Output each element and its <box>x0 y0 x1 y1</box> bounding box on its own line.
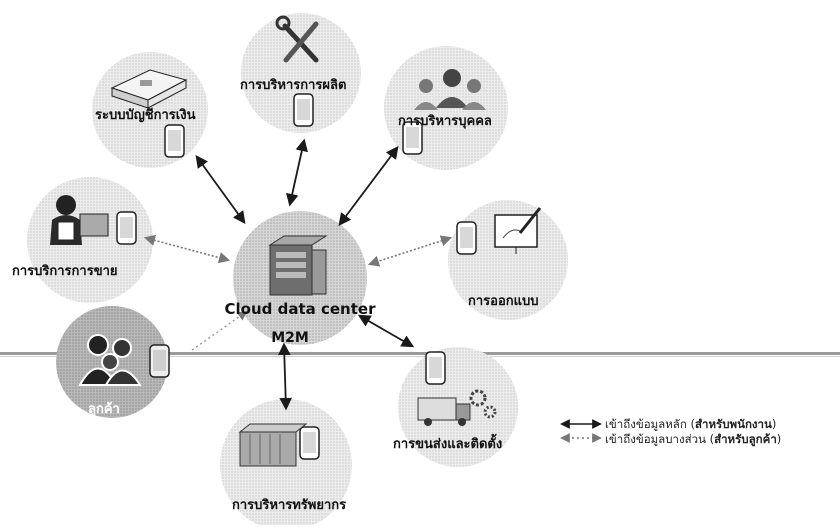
people-icon <box>414 69 486 110</box>
access-arrow-finance <box>195 154 246 225</box>
access-arrow-sales <box>143 234 231 264</box>
phone-icon <box>456 221 477 255</box>
legend-primary-end: ) <box>771 417 777 431</box>
access-arrow-production <box>286 138 308 207</box>
node-label-delivery: การขนส่งและติดตั้ง <box>393 437 503 452</box>
access-arrow-delivery <box>357 314 415 348</box>
node-label-design: การออกแบบ <box>468 294 539 309</box>
tools-icon <box>275 15 319 63</box>
salesperson-icon <box>50 195 109 245</box>
legend-primary-text: เข้าถึงข้อมูลหลัก ( <box>605 417 695 431</box>
node-label-finance: ระบบบัญชีการเงิน <box>95 108 196 123</box>
server-icon <box>268 235 328 296</box>
money-stack-icon <box>110 69 188 109</box>
legend-partial-end: ) <box>776 432 782 446</box>
hub-title: Cloud data center <box>224 300 376 318</box>
node-label-production: การบริหารการผลิต <box>240 78 347 93</box>
node-label-customer: ลูกค้า <box>88 402 120 417</box>
phone-icon <box>425 351 446 385</box>
access-arrow-hr <box>338 145 399 227</box>
phone-icon <box>164 124 185 158</box>
node-label-hr: การบริหารบุคคล <box>398 114 492 129</box>
access-arrow-customer <box>191 310 248 351</box>
legend-partial: เข้าถึงข้อมูลบางส่วน (สำหรับลูกค้า) <box>605 431 781 449</box>
scan-band-line <box>0 356 840 357</box>
phone-icon <box>293 93 314 127</box>
phone-icon <box>402 121 423 155</box>
customer-group-icon <box>78 334 142 386</box>
design-circle <box>448 200 568 320</box>
container-icon <box>238 423 308 467</box>
phone-icon <box>299 426 320 460</box>
phone-icon <box>116 211 137 245</box>
access-arrow-design <box>367 235 453 267</box>
legend-primary: เข้าถึงข้อมูลหลัก (สำหรับพนักงาน) <box>605 416 776 434</box>
legend-primary-bold: สำหรับพนักงาน <box>694 417 772 431</box>
node-label-sales: การบริการการขาย <box>12 264 118 279</box>
production-circle <box>241 13 361 133</box>
scan-band <box>0 352 840 355</box>
legend-partial-bold: สำหรับลูกค้า <box>714 432 777 446</box>
node-label-resources: การบริหารทรัพยากร <box>232 498 347 513</box>
truck-gears-icon <box>417 389 497 426</box>
phone-icon <box>149 344 170 378</box>
hub-subtitle: M2M <box>271 330 309 346</box>
access-arrow-resources <box>278 342 292 411</box>
legend-partial-text: เข้าถึงข้อมูลบางส่วน ( <box>605 432 715 446</box>
design-pen-icon <box>494 207 542 254</box>
